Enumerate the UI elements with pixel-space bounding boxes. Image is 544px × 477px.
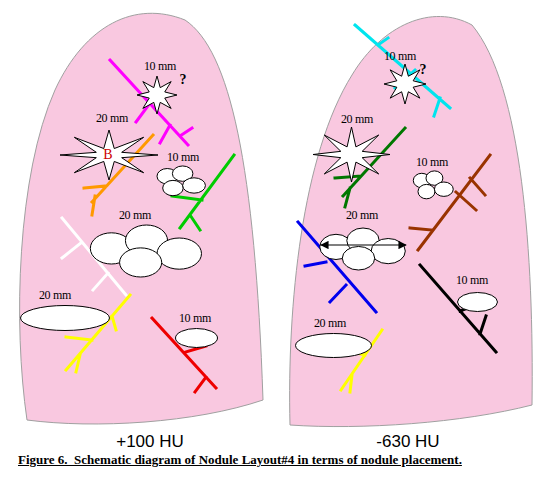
- size-label: 10 mm: [384, 50, 416, 62]
- lung-shape: [290, 16, 533, 426]
- nodule-marker: 10 mm: [153, 165, 210, 197]
- spiculated-nodule: [313, 127, 390, 182]
- lobulated-part: [418, 184, 435, 198]
- node-outline: [282, 5, 534, 430]
- size-label: 10 mm: [167, 151, 199, 163]
- nodule-marker: 20 mm: [88, 225, 205, 277]
- node-outline: [318, 228, 408, 270]
- lobulated-part: [183, 178, 206, 193]
- nodule-marker: 20 mm: [20, 305, 110, 331]
- size-label: 20 mm: [341, 113, 373, 125]
- nodule-marker: 10 mm: [457, 292, 498, 312]
- density-label: +100 HU: [116, 433, 184, 450]
- nodule-mark: B: [103, 148, 112, 162]
- node-outline: [175, 328, 218, 348]
- size-label: 10 mm: [179, 312, 211, 324]
- node-outline: [137, 76, 177, 114]
- nodule-marker: 20 mm: [313, 127, 390, 182]
- node-outline: [410, 170, 457, 200]
- lobulated-part: [157, 238, 201, 269]
- size-label: 20 mm: [39, 289, 71, 301]
- spiculated-nodule: [384, 64, 426, 104]
- node-outline: [20, 305, 110, 331]
- smooth-nodule: [458, 293, 498, 312]
- lobulated-part: [163, 180, 184, 195]
- nodule-marker: 20 mm: [295, 333, 372, 358]
- smooth-nodule: [176, 329, 218, 348]
- lobulated-part: [434, 182, 453, 196]
- node-outline: [457, 292, 498, 312]
- node-outline: [153, 165, 210, 197]
- size-label: 20 mm: [96, 112, 128, 124]
- node-outline: [313, 127, 390, 182]
- nodule-marker: 20 mmB: [60, 130, 158, 180]
- lung-region: +100 HU10 mm?20 mmB10 mm20 mm20 mm10 mm: [15, 5, 267, 430]
- dimension-arrow: [321, 244, 406, 245]
- nodule-marker: 20 mm: [318, 228, 408, 270]
- density-label: -630 HU: [376, 433, 439, 450]
- size-label: 20 mm: [346, 209, 378, 221]
- lung-region: -630 HU10 mm?20 mm10 mm20 mm10 mm20 mm: [282, 5, 534, 430]
- nodule-mark: ?: [180, 73, 187, 87]
- nodule-marker: 10 mm?: [384, 64, 426, 104]
- smooth-nodule: [21, 306, 110, 331]
- figure-caption: Figure 6. Schematic diagram of Nodule La…: [18, 452, 462, 468]
- size-label: 10 mm: [416, 156, 448, 168]
- smooth-nodule: [296, 334, 372, 358]
- lobulated-part: [342, 246, 374, 270]
- spiculated-nodule: [60, 130, 158, 180]
- node-outline: [88, 225, 205, 277]
- nodule-marker: 10 mm?: [137, 76, 177, 114]
- spiculated-nodule: [137, 76, 177, 114]
- node-outline: [295, 333, 372, 358]
- size-label: 10 mm: [144, 60, 176, 72]
- size-label: 10 mm: [456, 274, 488, 286]
- size-label: 20 mm: [314, 317, 346, 329]
- lobulated-part: [120, 248, 162, 277]
- lung-shape: [20, 13, 263, 424]
- size-label: 20 mm: [119, 209, 151, 221]
- nodule-marker: 10 mm: [175, 328, 218, 348]
- lobulated-part: [371, 239, 405, 264]
- nodule-marker: 10 mm: [410, 170, 457, 200]
- nodule-mark: ?: [420, 63, 427, 77]
